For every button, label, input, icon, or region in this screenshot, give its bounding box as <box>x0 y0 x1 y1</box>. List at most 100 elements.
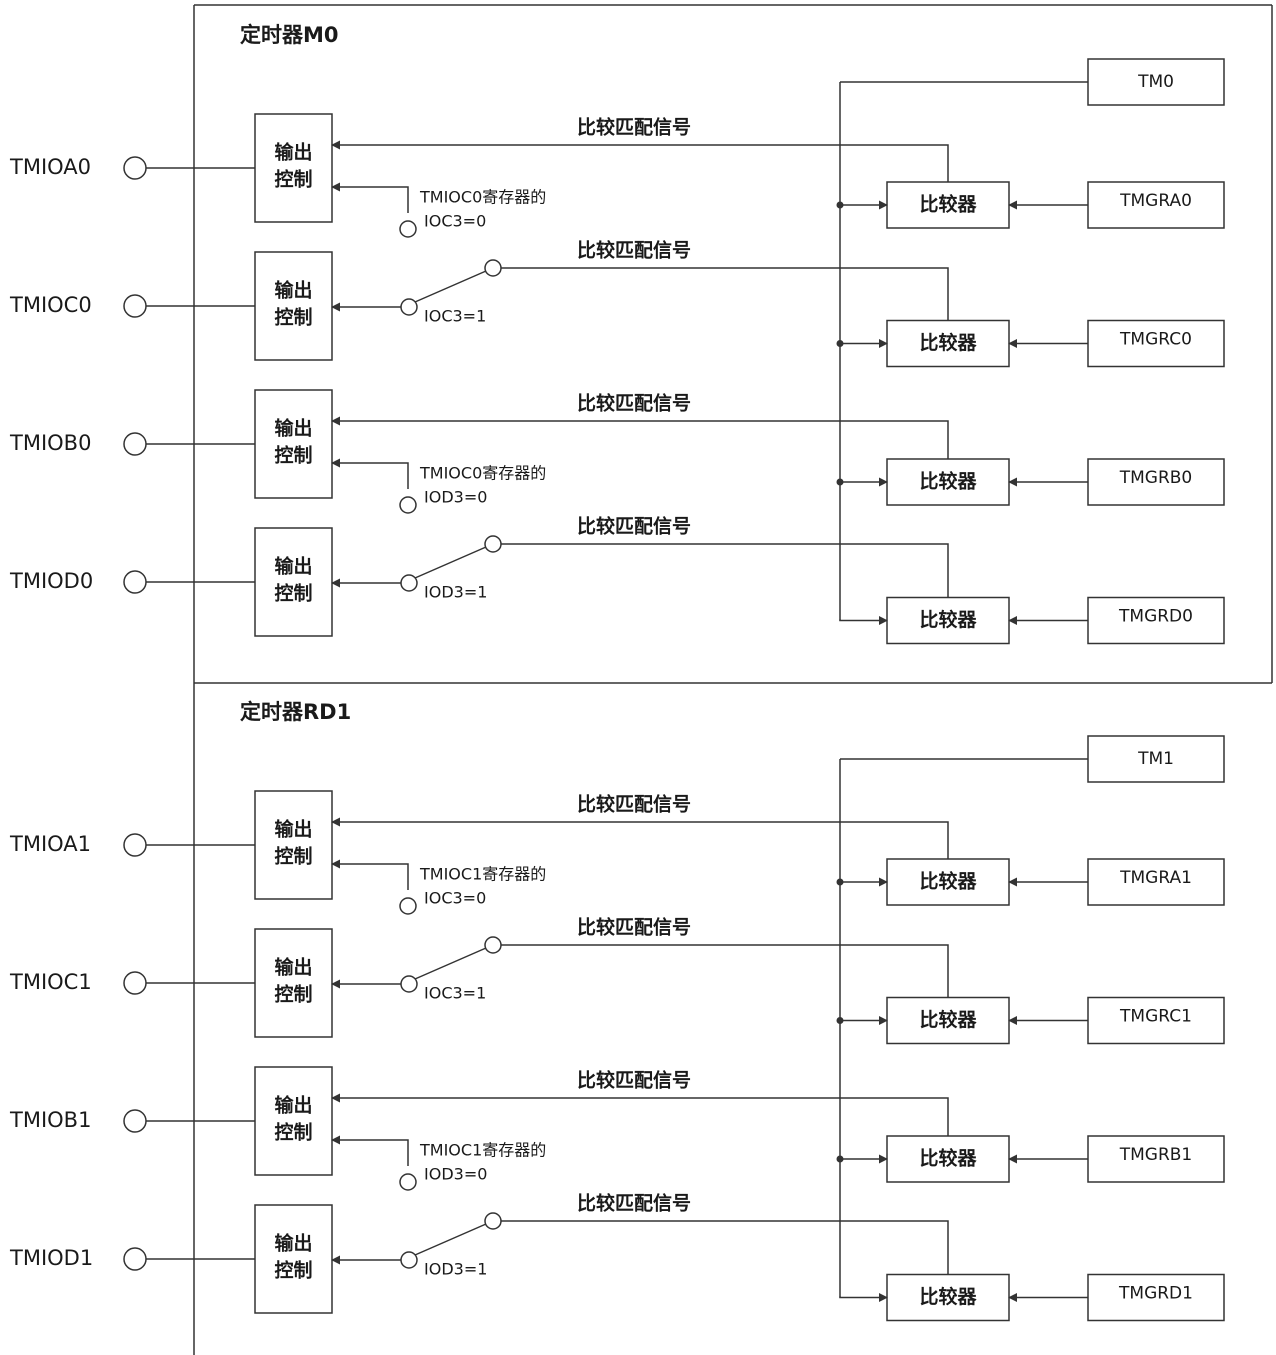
fixed-level-terminal <box>399 897 417 915</box>
comparator-label: 比较器 <box>919 470 977 493</box>
compare-register-label: TMGRB0 <box>1119 468 1193 488</box>
register-note-label: TMIOC0寄存器的 <box>419 464 546 483</box>
compare-match-line <box>501 944 949 998</box>
pin-terminal-circle <box>123 294 147 318</box>
switch-contact-terminal <box>484 1212 502 1230</box>
compare-register-label: TMGRB1 <box>1119 1145 1193 1165</box>
compare-register-box <box>1087 858 1225 906</box>
compare-match-label: 比较匹配信号 <box>577 392 691 415</box>
output-control-label-top: 输出 <box>274 417 312 440</box>
output-control-block <box>254 389 333 499</box>
comparator-label: 比较器 <box>919 608 977 631</box>
comparator-label: 比较器 <box>919 1285 977 1308</box>
fixed-control-line <box>331 859 409 890</box>
compare-register-box <box>1087 596 1225 645</box>
output-control-block <box>254 928 333 1038</box>
compare-register-label: TMGRA0 <box>1119 191 1192 211</box>
fixed-level-terminal <box>399 1173 417 1191</box>
pin-label: TMIOA1 <box>9 832 91 856</box>
compare-match-label: 比较匹配信号 <box>577 116 691 139</box>
compare-register-box <box>1087 1273 1225 1322</box>
compare-register-box <box>1087 181 1225 229</box>
switch-pivot-terminal <box>400 298 418 316</box>
switch-pivot-terminal <box>400 574 418 592</box>
pin-terminal-circle <box>123 156 147 180</box>
fixed-level-terminal <box>399 220 417 238</box>
output-control-label-bottom: 控制 <box>274 444 312 467</box>
pin-terminal-circle <box>123 432 147 456</box>
switch-arm <box>414 546 487 579</box>
output-control-label-bottom: 控制 <box>274 582 312 605</box>
fixed-level-terminal <box>399 496 417 514</box>
output-control-block <box>254 1204 333 1314</box>
fixed-control-line <box>331 458 409 489</box>
compare-match-label: 比较匹配信号 <box>577 515 691 538</box>
section-title: 定时器M0 <box>240 23 339 47</box>
pin-terminal-circle <box>123 570 147 594</box>
output-control-label-bottom: 控制 <box>274 1259 312 1282</box>
compare-register-box <box>1087 996 1225 1045</box>
output-control-label-bottom: 控制 <box>274 306 312 329</box>
output-control-block <box>254 527 333 637</box>
output-control-label-top: 输出 <box>274 555 312 578</box>
counter-register-box <box>1087 58 1225 106</box>
compare-register-label: TMGRC1 <box>1119 1007 1192 1027</box>
control-bit-label: IOC3=0 <box>424 889 486 908</box>
compare-match-label: 比较匹配信号 <box>577 239 691 262</box>
pin-terminal-circle <box>123 833 147 857</box>
switch-contact-terminal <box>484 259 502 277</box>
pin-terminal-circle <box>123 1109 147 1133</box>
compare-match-label: 比较匹配信号 <box>577 916 691 939</box>
compare-match-line <box>331 140 949 182</box>
compare-register-label: TMGRD1 <box>1118 1284 1193 1304</box>
compare-register-label: TMGRA1 <box>1119 868 1192 888</box>
compare-match-line <box>501 543 949 598</box>
output-control-label-top: 输出 <box>274 1094 312 1117</box>
compare-register-label: TMGRC0 <box>1119 330 1192 350</box>
switch-contact-terminal <box>484 535 502 553</box>
comparator-label: 比较器 <box>919 870 977 893</box>
comparator-box <box>886 181 1010 229</box>
output-control-block <box>254 113 333 223</box>
output-control-label-top: 输出 <box>274 818 312 841</box>
comparator-box <box>886 458 1010 506</box>
output-control-label-bottom: 控制 <box>274 1121 312 1144</box>
register-note-label: TMIOC0寄存器的 <box>419 188 546 207</box>
compare-register-box <box>1087 458 1225 506</box>
pin-label: TMIOC1 <box>9 970 92 994</box>
section-title: 定时器RD1 <box>240 700 351 724</box>
counter-register-label: TM0 <box>1137 72 1174 92</box>
pin-terminal-circle <box>123 971 147 995</box>
output-control-label-bottom: 控制 <box>274 983 312 1006</box>
control-bit-label: IOC3=1 <box>424 984 486 1003</box>
switch-arm <box>414 270 487 303</box>
pin-label: TMIOD1 <box>9 1246 93 1270</box>
switch-pivot-terminal <box>400 1251 418 1269</box>
pin-label: TMIOB0 <box>9 431 91 455</box>
pin-label: TMIOC0 <box>9 293 92 317</box>
output-control-label-bottom: 控制 <box>274 168 312 191</box>
compare-register-box <box>1087 319 1225 368</box>
compare-register-label: TMGRD0 <box>1118 607 1193 627</box>
output-control-block <box>254 1066 333 1176</box>
pin-label: TMIOB1 <box>9 1108 91 1132</box>
compare-match-line <box>501 1220 949 1275</box>
compare-match-line <box>331 416 949 459</box>
control-bit-label: IOD3=1 <box>424 1260 487 1279</box>
control-bit-label: IOD3=1 <box>424 583 487 602</box>
output-control-label-top: 输出 <box>274 1232 312 1255</box>
switch-contact-terminal <box>484 936 502 954</box>
output-control-label-bottom: 控制 <box>274 845 312 868</box>
switch-arm <box>414 947 487 980</box>
compare-match-label: 比较匹配信号 <box>577 1069 691 1092</box>
comparator-label: 比较器 <box>919 1147 977 1170</box>
comparator-label: 比较器 <box>919 1008 977 1031</box>
output-control-label-top: 输出 <box>274 141 312 164</box>
counter-register-label: TM1 <box>1137 749 1174 769</box>
compare-match-label: 比较匹配信号 <box>577 1192 691 1215</box>
switch-arm <box>414 1223 487 1256</box>
compare-match-line <box>501 267 949 321</box>
comparator-label: 比较器 <box>919 193 977 216</box>
bus-to-comparator-arrow <box>839 616 888 625</box>
pin-terminal-circle <box>123 1247 147 1271</box>
